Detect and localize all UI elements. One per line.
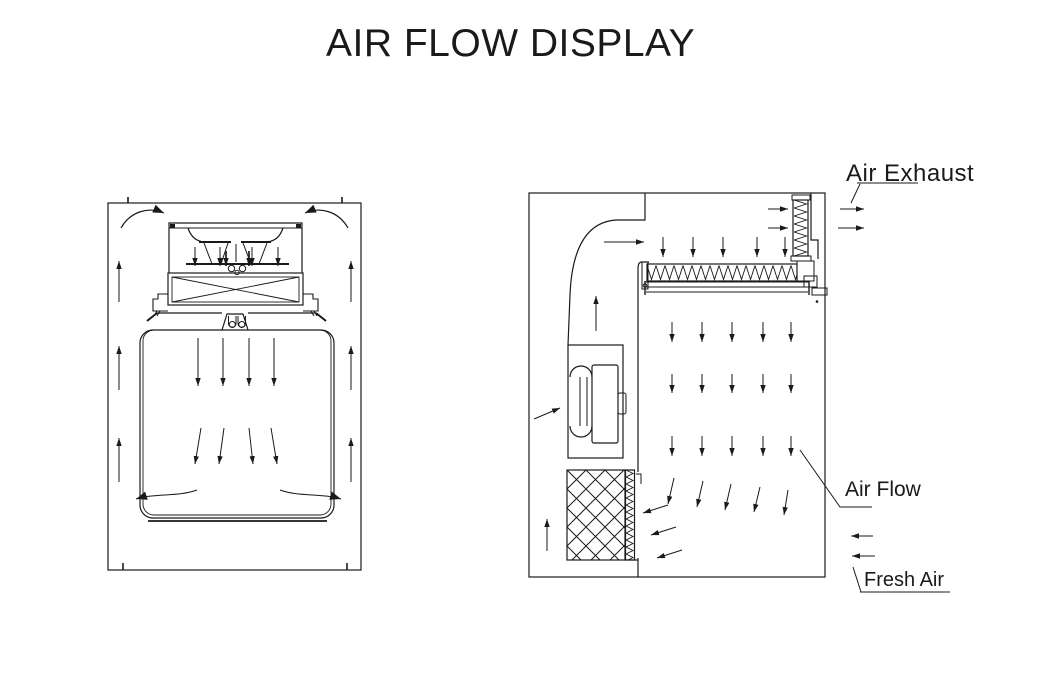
pre-filter-icon (566, 469, 642, 561)
exhaust-filter-icon (790, 193, 819, 282)
exhaust-arrows (768, 206, 864, 231)
fresh-air-label: Fresh Air (864, 569, 945, 591)
chamber-downflow-arrows (667, 322, 794, 516)
fan-discharge-arrows (192, 247, 281, 266)
top-recirculation-arrows (120, 204, 349, 229)
return-intake-arrows (533, 407, 683, 559)
plenum-downflow-arrows (593, 237, 788, 331)
bottom-recirculation-arrows (135, 489, 342, 500)
sidewall-upflow-arrows (116, 261, 354, 482)
hepa-filter-icon (641, 261, 828, 303)
leader-lines (799, 182, 950, 593)
front-view-diagram (107, 197, 362, 571)
downflow-arrows (193, 338, 279, 465)
fan-impeller-icon (186, 227, 289, 276)
hepa-filter-icon (167, 272, 304, 306)
cabinet-outline (528, 192, 826, 578)
side-view-diagram (528, 182, 950, 593)
fresh-air-arrows (851, 533, 875, 559)
fan-plenum (168, 222, 303, 273)
air-flow-label: Air Flow (845, 478, 921, 501)
cabinet-outline (107, 197, 362, 571)
work-chamber (139, 329, 335, 522)
blower-icon (567, 344, 627, 459)
page-title: AIR FLOW DISPLAY (326, 22, 696, 65)
diffuser-sash (146, 312, 327, 331)
